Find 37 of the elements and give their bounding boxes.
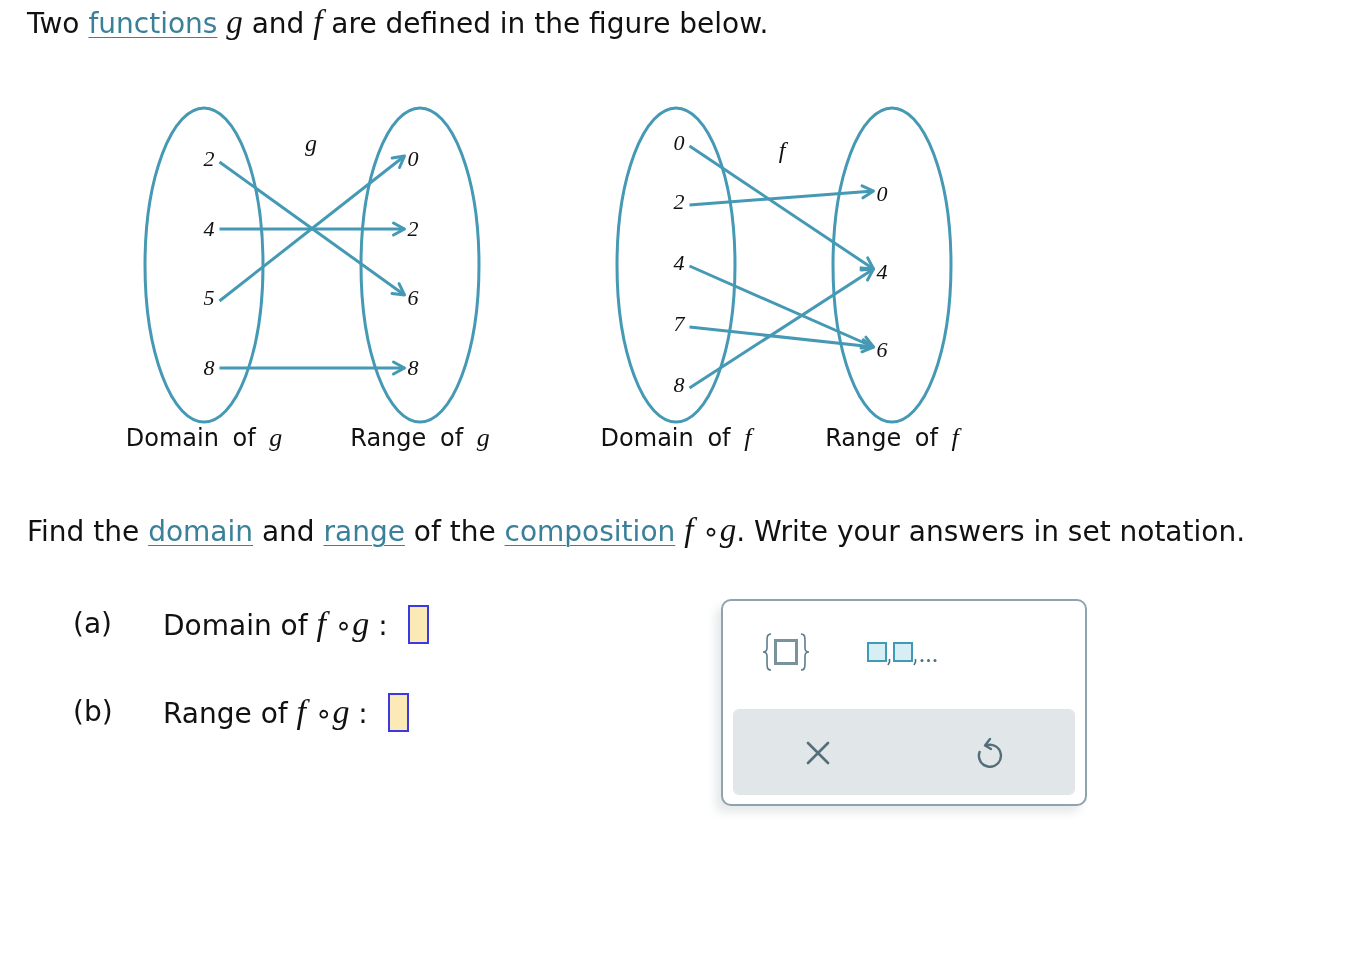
set-element: 2 — [673, 189, 685, 215]
answer-prompt: Range of f ∘g : — [163, 691, 368, 732]
instruction-text: Find the domain and range of the composition f ∘g. Write your answers in set notation. — [27, 511, 1246, 550]
set-element: 6 — [407, 285, 419, 311]
arrow — [219, 360, 406, 376]
part-label: (b) — [73, 695, 114, 729]
function-label: g — [305, 129, 317, 157]
arrow — [688, 144, 875, 271]
question-text: Two functions g and f are defined in the figure below. — [27, 3, 769, 42]
set-element: 4 — [673, 250, 685, 276]
text-link: functions — [88, 7, 218, 40]
set-element: 0 — [876, 181, 888, 207]
set-element: 7 — [673, 311, 685, 337]
set-element: 0 — [673, 130, 685, 156]
answer-prompt: Domain of f ∘g : — [163, 603, 388, 644]
set-label: Range of g — [350, 422, 490, 454]
set-element: 5 — [203, 285, 215, 311]
text-link: domain — [148, 515, 253, 548]
arrow — [689, 184, 875, 207]
set-element: 6 — [876, 337, 888, 363]
text-link: range — [323, 515, 405, 548]
set-element: 4 — [876, 259, 888, 285]
arrow — [689, 325, 875, 354]
set-element: 0 — [407, 146, 419, 172]
text-link: composition — [504, 515, 676, 548]
set-element: 8 — [407, 355, 419, 381]
arrow — [688, 267, 875, 390]
set-label: Domain of g — [125, 422, 283, 454]
function-label: f — [778, 136, 786, 164]
set-element: 4 — [203, 216, 215, 242]
set-element: 2 — [203, 146, 215, 172]
set-element: 8 — [673, 372, 685, 398]
set-element: 2 — [407, 216, 419, 242]
arrow — [688, 264, 875, 350]
arrow — [219, 221, 406, 237]
part-label: (a) — [73, 607, 113, 641]
set-element: 8 — [203, 355, 215, 381]
